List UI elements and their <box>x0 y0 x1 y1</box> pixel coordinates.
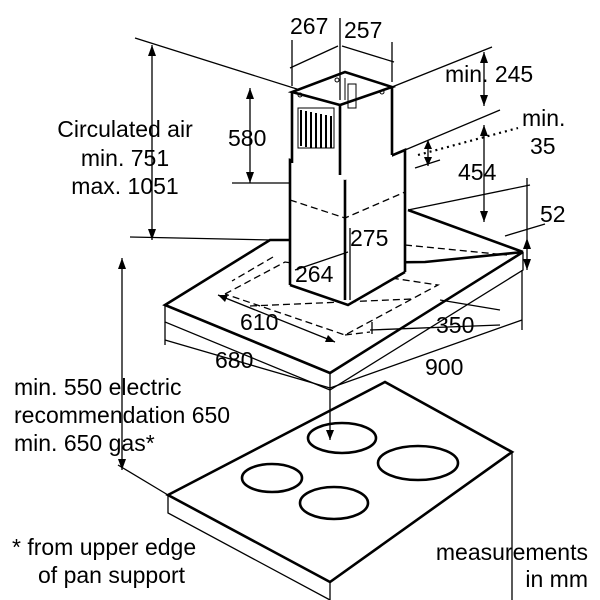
dim-580-text: 580 <box>228 125 266 151</box>
dim-350-text: 350 <box>436 312 474 338</box>
clearance-electric: min. 550 electric <box>14 374 181 400</box>
circulated-air-label: Circulated air <box>57 116 193 142</box>
canopy-hidden-line-b <box>344 331 371 336</box>
dim-454-ext <box>407 184 531 211</box>
dim-52-ext <box>504 223 546 237</box>
hob-burner-right <box>376 444 460 482</box>
hob-burner-front <box>298 485 370 521</box>
lower-chimney-hidden-line <box>289 191 406 219</box>
dim-circ-bottom-ext <box>129 236 273 241</box>
canopy-hidden-line-d <box>404 244 508 256</box>
hob-burner-back <box>306 421 378 455</box>
hob <box>165 380 515 600</box>
canopy-hidden-outline <box>224 261 441 336</box>
dim-257-text: 257 <box>344 17 382 43</box>
dim-350-line <box>369 324 501 331</box>
units-label-2: in mm <box>525 566 588 592</box>
dim-circ-top-ext <box>134 37 301 91</box>
circulated-air-min: min. 751 <box>81 145 169 171</box>
lower-chimney-fill <box>290 150 405 305</box>
upper-chimney-fill <box>292 87 392 180</box>
dim-264-text: 264 <box>295 261 334 287</box>
dim-267-line <box>289 45 339 69</box>
footnote-line-1: * from upper edge <box>12 534 196 560</box>
upper-chimney <box>287 70 397 180</box>
dimension-lines <box>117 18 546 496</box>
units-label-1: measurements <box>436 539 588 565</box>
hob-front-edge <box>167 495 331 600</box>
dim-350-ext <box>439 299 501 311</box>
dim-900-line <box>329 319 523 389</box>
dim-900-text: 900 <box>425 354 463 380</box>
dim-610-line <box>217 294 336 343</box>
dim-35-ext <box>414 159 441 169</box>
vent-slots <box>300 110 332 148</box>
dim-35-text-b: 35 <box>530 133 556 159</box>
clearance-gas: min. 650 gas* <box>14 430 155 456</box>
dim-680-text: 680 <box>215 347 253 373</box>
canopy-hidden-line-a <box>249 298 413 307</box>
footnote-line-2: of pan support <box>38 562 186 588</box>
hob-burner-left <box>240 462 304 494</box>
lower-chimney <box>288 148 407 307</box>
dim-264-line <box>294 251 349 271</box>
dim-35-text-a: min. <box>522 105 565 131</box>
circulated-air-max: max. 1051 <box>71 173 178 199</box>
dim-267-text: 267 <box>290 13 328 39</box>
canopy-back-edge <box>407 208 524 254</box>
dim-245-text: min. 245 <box>445 61 533 87</box>
canopy-right-edge <box>329 252 524 391</box>
lower-chimney-base <box>289 270 406 307</box>
dim-52-text: 52 <box>540 201 566 227</box>
dim-610-text: 610 <box>240 309 278 335</box>
dim-245-ext-bottom <box>404 109 501 151</box>
dim-257-line <box>341 45 395 63</box>
dim-245-ext-top <box>391 46 493 88</box>
dim-275-text: 275 <box>350 225 388 251</box>
dimension-values: 267 257 min. 245 580 min. 35 454 52 275 … <box>215 13 566 380</box>
labels: Circulated air min. 751 max. 1051 min. 5… <box>12 116 588 592</box>
clearance-recommendation: recommendation 650 <box>14 402 230 428</box>
dim-35-dotted-line <box>417 126 519 157</box>
dim-680-line <box>164 339 331 389</box>
dim-clearance-ext <box>117 464 169 496</box>
dim-454-text: 454 <box>458 159 497 185</box>
canopy-hidden-line-c <box>231 256 274 282</box>
